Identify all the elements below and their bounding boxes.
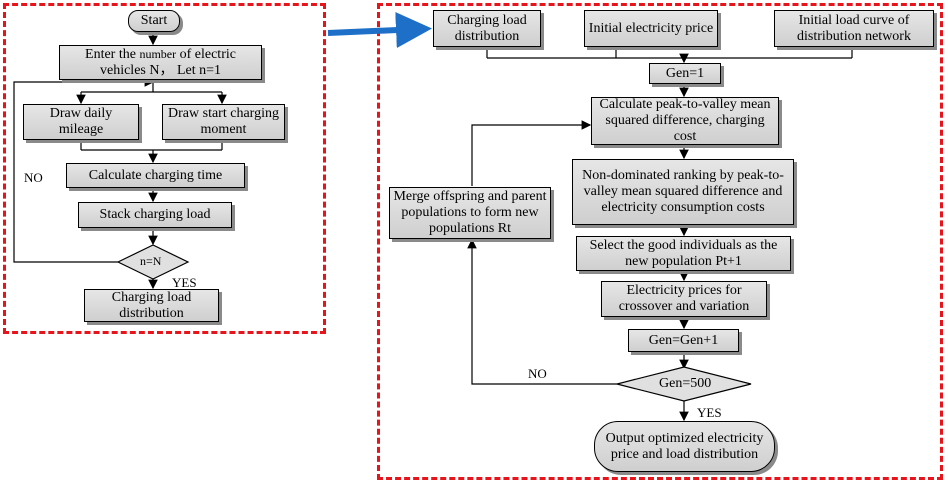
gen-init-node: Gen=1 [649,63,721,84]
right-no-label: NO [528,366,547,381]
gen-inc-label: Gen=Gen+1 [648,332,719,348]
charging-load-result-label: Charging load distribution [111,289,192,321]
input-charging-load-node: Charging load distribution [433,10,541,47]
charging-load-result-node: Charging load distribution [84,289,219,322]
right-yes-label: YES [697,405,722,420]
merge-label: Merge offspring and parent populations t… [393,189,547,236]
gen-init-label: Gen=1 [665,65,705,81]
draw-mileage-label: Draw daily mileage [49,106,113,137]
enter-part-2: number [139,47,177,61]
left-yes-label: YES [172,275,197,290]
draw-start-label: Draw start charging moment [168,106,279,137]
input-charging-load-label: Charging load distribution [447,12,527,44]
prices-crossover-node: Electricity prices for crossover and var… [601,281,767,317]
enter-part-3: of electric vehicles N， Let n=1 [99,47,236,78]
calc-cost-node: Calculate peak-to-valley mean squared di… [591,97,779,145]
left-panel [3,3,326,334]
right-decision-diamond [616,366,752,402]
start-label: Start [140,13,168,28]
enter-ev-count-label: Enter the number of electric vehicles N，… [63,46,258,79]
calc-cost-label: Calculate peak-to-valley mean squared di… [599,97,771,144]
calc-time-label: Calculate charging time [88,167,223,183]
enter-part-1: Enter the [85,47,140,62]
input-load-curve-node: Initial load curve of distribution netwo… [774,10,934,47]
start-node: Start [128,10,180,32]
input-electricity-price-label: Initial electricity price [588,20,714,36]
stack-node: Stack charging load [78,202,232,228]
gen-inc-node: Gen=Gen+1 [628,329,739,352]
merge-node: Merge offspring and parent populations t… [389,187,551,239]
calc-time-node: Calculate charging time [66,163,245,188]
draw-mileage-node: Draw daily mileage [23,104,139,140]
select-label: Select the good individuals as the new p… [589,237,778,269]
output-label: Output optimized electricity price and l… [605,430,764,462]
draw-start-node: Draw start charging moment [162,104,285,140]
output-node: Output optimized electricity price and l… [594,421,775,472]
enter-ev-count-node: Enter the number of electric vehicles N，… [59,45,262,80]
right-panel [377,3,943,480]
rank-node: Non-dominated ranking by peak-to-valley … [572,159,794,225]
prices-crossover-label: Electricity prices for crossover and var… [618,283,750,314]
rank-label: Non-dominated ranking by peak-to-valley … [582,168,784,215]
select-node: Select the good individuals as the new p… [576,236,791,271]
stack-label: Stack charging load [99,207,211,222]
left-decision-diamond [116,244,190,280]
input-load-curve-label: Initial load curve of distribution netwo… [797,12,911,44]
left-decision-label: n=N [140,254,162,268]
left-no-label: NO [24,170,43,185]
right-decision-label: Gen=500 [659,376,712,391]
input-electricity-price-node: Initial electricity price [584,10,718,47]
